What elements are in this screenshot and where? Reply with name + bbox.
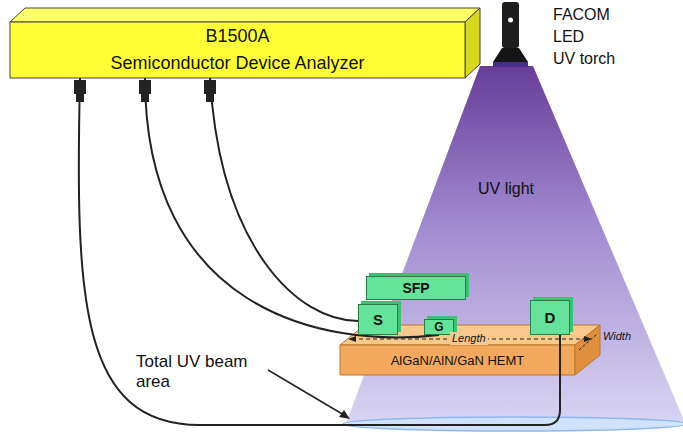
node-text: G [434, 320, 443, 334]
analyzer-front [10, 22, 465, 78]
node-text: Semiconductor Device Analyzer [110, 53, 364, 74]
torch-label: LED [553, 28, 584, 46]
plug [204, 80, 216, 102]
arrowhead [339, 410, 350, 419]
plug [139, 80, 151, 102]
cable [79, 78, 560, 425]
light-label: UV light [478, 180, 534, 198]
analyzer-side [465, 8, 480, 78]
torch-button [508, 18, 513, 23]
plug [74, 80, 86, 102]
analyzer-top [10, 8, 480, 22]
torch-label: UV torch [553, 50, 615, 68]
hemt-front [340, 345, 575, 375]
dimension-label: Width [603, 330, 631, 343]
dimension-label: Length [450, 332, 488, 345]
analyzer-box: B1500A Semiconductor Device Analyzer [10, 22, 465, 78]
torch-lens [493, 62, 528, 67]
cable-line [210, 78, 358, 321]
torch-head [493, 48, 528, 62]
source-contact: S [358, 304, 398, 335]
node-text: AlGaN/AlN/GaN HEMT [391, 353, 525, 368]
leader-line [268, 370, 344, 415]
node-text: S [373, 311, 383, 328]
field-plate: SFP [366, 276, 466, 300]
cable [210, 78, 358, 321]
hemt-slab: AlGaN/AlN/GaN HEMT [345, 348, 570, 372]
arrowhead [348, 336, 356, 342]
drain-contact: D [530, 300, 570, 335]
torch-body [502, 2, 519, 48]
node-text: D [545, 309, 556, 326]
torch-label: FACOM [553, 6, 610, 24]
node-text: SFP [402, 280, 429, 296]
width-dimension [579, 334, 597, 350]
hemt-side [575, 325, 600, 375]
callout-text: Total UV beam area [136, 352, 286, 391]
cable-line [79, 78, 560, 425]
node-text: B1500A [205, 26, 269, 47]
